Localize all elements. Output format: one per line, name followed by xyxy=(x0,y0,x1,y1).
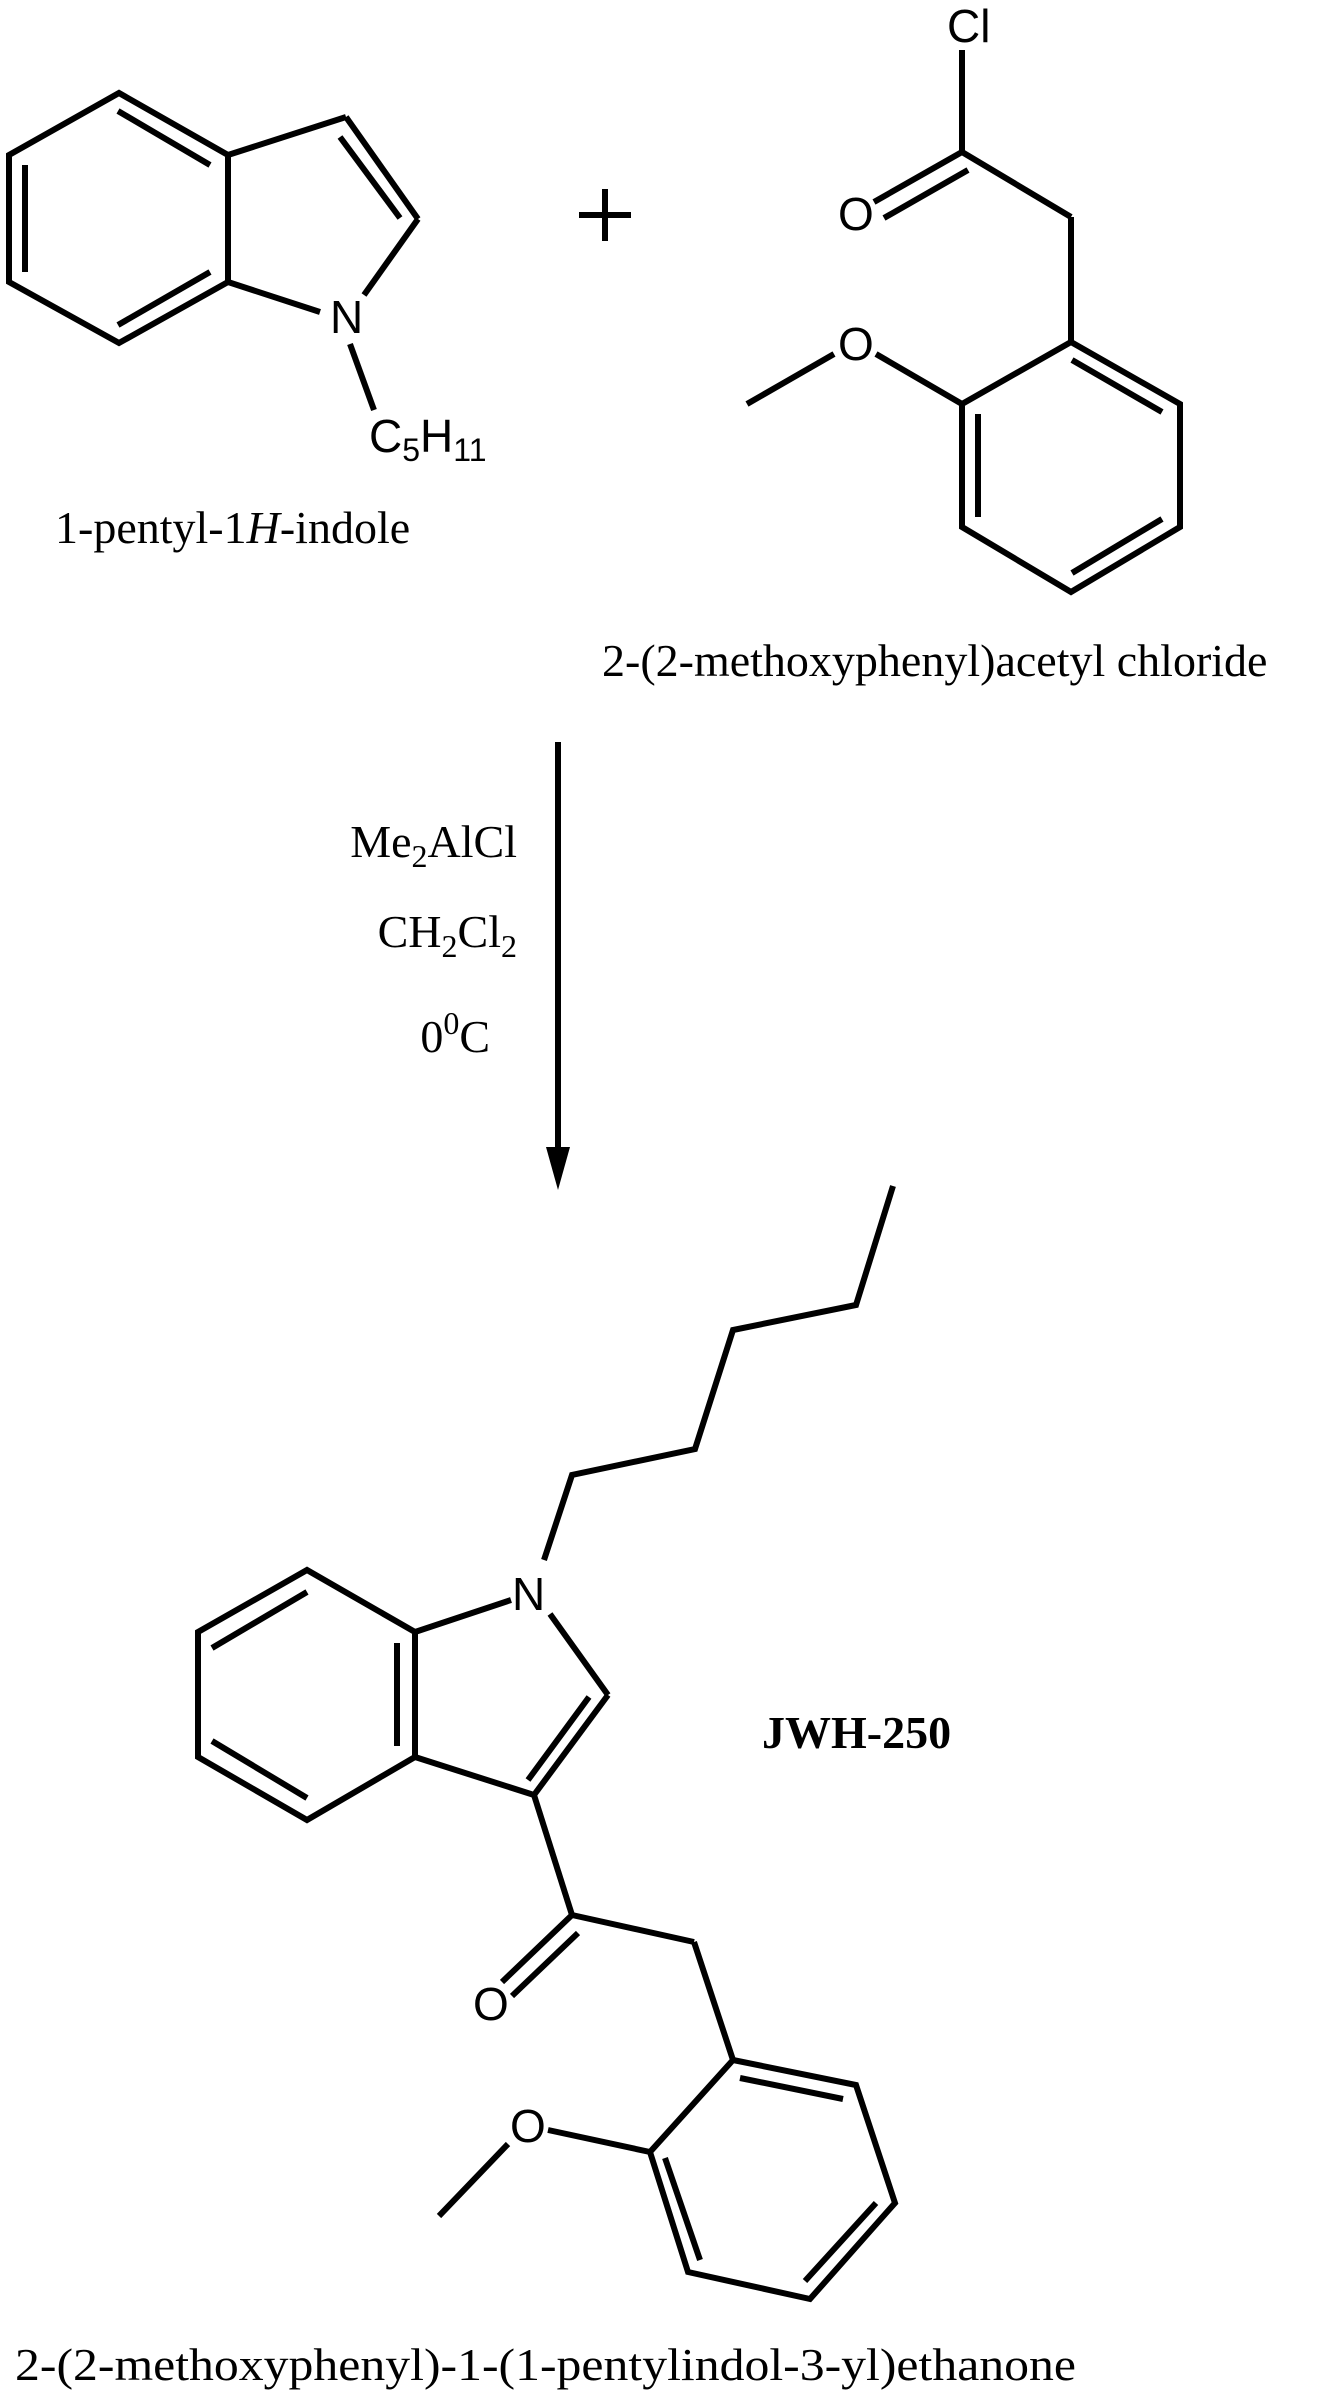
product-carbonyl-o-label: O xyxy=(473,1978,509,2030)
product-methoxy-o-label: O xyxy=(510,2100,546,2152)
product-name: 2-(2-methoxyphenyl)-1-(1-pentylindol-3-y… xyxy=(15,2339,1076,2390)
reactant-1-c5h11-label: C5H11 xyxy=(369,410,486,468)
reaction-arrow xyxy=(546,742,570,1190)
temperature-label: 00C xyxy=(420,1005,490,1062)
reactant-1-name: 1-pentyl-1H-indole xyxy=(55,502,410,553)
reactant-2-structure: Cl O O xyxy=(745,0,1183,596)
solvent-label: CH2Cl2 xyxy=(378,906,517,964)
reactant-2-cl-label: Cl xyxy=(947,0,990,52)
arrow-head-icon xyxy=(546,1147,570,1190)
reactant-1-structure: N C5H11 xyxy=(6,89,486,468)
reactant-2-carbonyl-o-label: O xyxy=(838,188,874,240)
product-structure: N O O xyxy=(195,1185,899,2303)
product-n-label: N xyxy=(512,1568,545,1620)
reactant-2-methoxy-o-label: O xyxy=(838,318,874,370)
reactant-2-name: 2-(2-methoxyphenyl)acetyl chloride xyxy=(602,635,1267,686)
plus-sign xyxy=(579,189,631,241)
reactant-1-n-label: N xyxy=(330,291,363,343)
product-code-label: JWH-250 xyxy=(762,1707,951,1758)
reagent-label: Me2AlCl xyxy=(350,816,517,874)
